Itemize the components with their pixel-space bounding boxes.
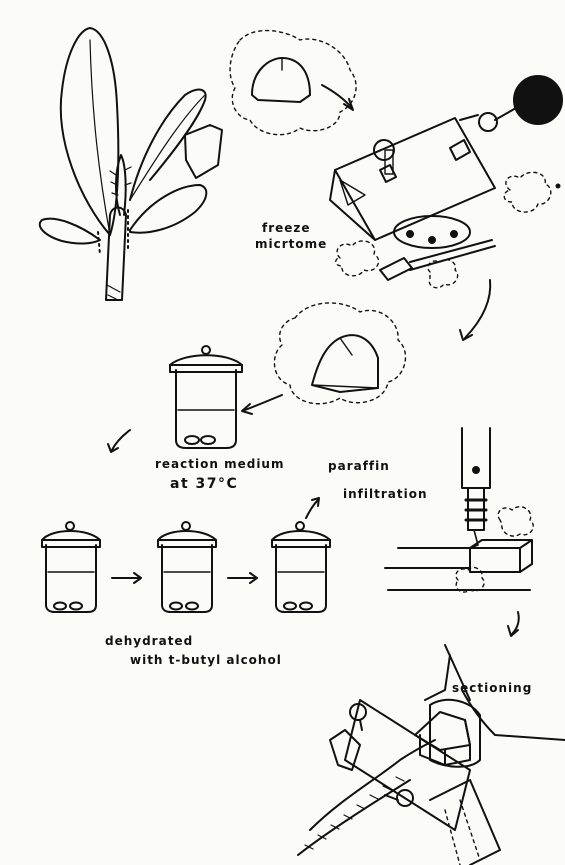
arrow-from-beaker bbox=[112, 430, 130, 450]
freeze-microtome-label-line1: freeze bbox=[262, 222, 311, 234]
freeze-microtome-label-line2: micrtome bbox=[255, 238, 327, 250]
reaction-medium-label-line2: at 37°C bbox=[170, 477, 238, 491]
dehydration-jar-3 bbox=[272, 522, 330, 612]
freeze-microtome-illustration bbox=[330, 76, 562, 288]
plant-illustration bbox=[40, 28, 222, 300]
paraffin-embedding-illustration bbox=[385, 428, 533, 592]
dehydration-jar-2 bbox=[158, 522, 216, 612]
sectioning-microtome-illustration bbox=[298, 645, 565, 865]
arrow-to-paraffin bbox=[306, 500, 318, 518]
sectioning-label: sectioning bbox=[452, 682, 532, 694]
paraffin-label-line2: infiltration bbox=[343, 488, 428, 500]
reaction-beaker bbox=[170, 346, 242, 448]
tissue-block-cloud bbox=[230, 31, 356, 135]
dehydration-jar-1 bbox=[42, 522, 100, 612]
paraffin-label-line1: paraffin bbox=[328, 460, 390, 472]
arrow-to-beaker bbox=[245, 395, 282, 410]
arrow-to-microtome bbox=[322, 85, 352, 108]
reaction-medium-label-line1: reaction medium bbox=[155, 458, 284, 470]
dehydrated-label-line1: dehydrated bbox=[105, 635, 193, 647]
section-cloud bbox=[274, 303, 405, 404]
dehydrated-label-line2: with t-butyl alcohol bbox=[130, 654, 282, 666]
arrow-to-section bbox=[465, 280, 490, 338]
